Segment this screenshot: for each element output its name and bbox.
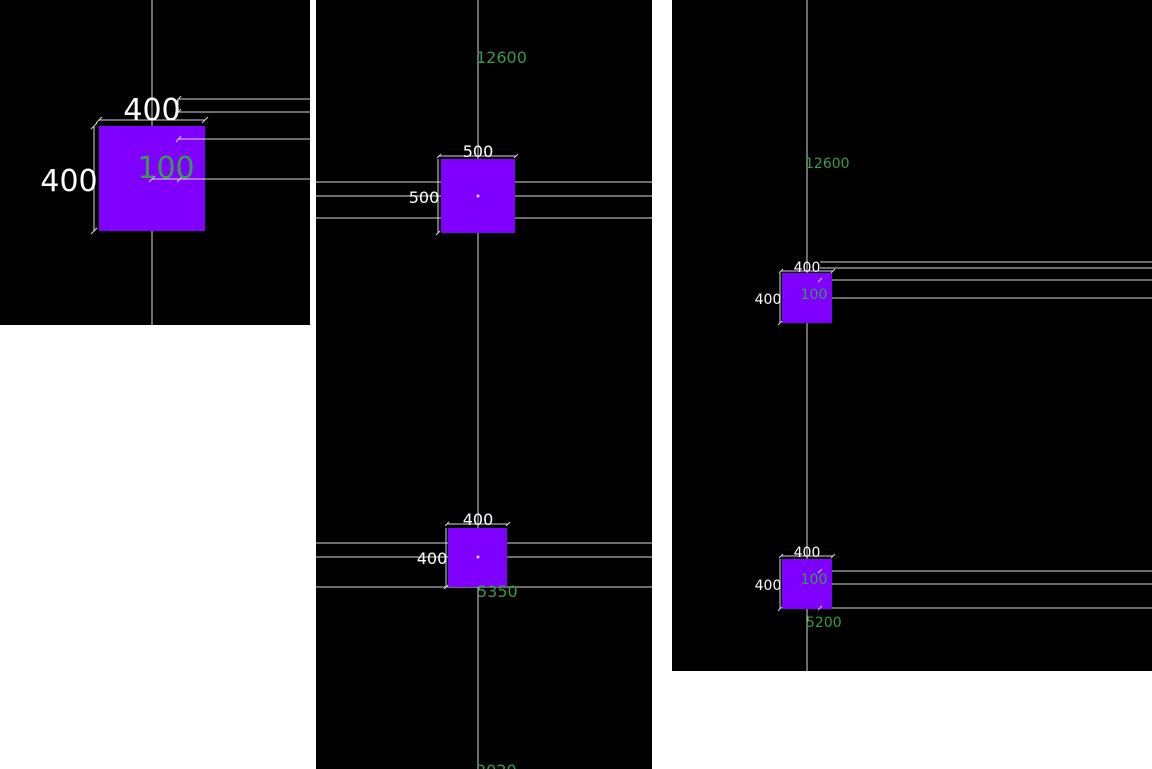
width-dimension-tick-left — [444, 521, 450, 527]
column-detail-panel-zoomed: 400 400 100 — [0, 0, 310, 325]
width-dimension-tick-right — [201, 116, 209, 124]
offset-dimension-tick — [817, 568, 823, 574]
width-dimension-tick-right — [830, 268, 836, 274]
width-dimension-tick-right — [513, 153, 519, 159]
column-section-panel-right: 12600 400 400 100 400 400 100 5200 — [672, 0, 1152, 671]
column1-height-label: 500 — [409, 188, 440, 207]
top-elevation-label: 12600 — [476, 48, 527, 67]
column1-width-label: 400 — [794, 260, 821, 276]
height-dimension-tick-bottom — [777, 320, 783, 326]
extension-tick — [175, 135, 182, 143]
column-detail-drawing: 400 400 100 — [40, 0, 310, 325]
offset-label: 100 — [137, 151, 194, 186]
column-height-label: 400 — [40, 164, 97, 199]
height-dimension-tick-top — [90, 122, 98, 130]
column1-offset-label: 100 — [801, 287, 828, 303]
column2-width-label: 400 — [794, 545, 821, 561]
spacing-label: 5350 — [477, 582, 518, 601]
height-dimension-tick-bottom — [777, 606, 783, 612]
width-dimension-tick-right — [505, 521, 511, 527]
column-rectangle — [782, 559, 832, 609]
spacing-label: 5200 — [806, 615, 842, 631]
column2-offset-label: 100 — [801, 572, 828, 588]
column2-width-label: 400 — [463, 510, 494, 529]
column-section-drawing: 12600 500 500 400 400 5350 2020 — [316, 0, 652, 769]
top-elevation-label: 12600 — [805, 156, 850, 172]
offset-dimension-tick-left — [148, 175, 156, 183]
column-offset-drawing: 12600 400 400 100 400 400 100 5200 — [755, 0, 1152, 671]
bottom-elevation-label: 2020 — [476, 761, 517, 769]
width-dimension-tick-left — [778, 553, 784, 559]
column1-height-label: 400 — [755, 292, 782, 308]
column-width-label: 400 — [123, 93, 180, 128]
column2-height-label: 400 — [755, 578, 782, 594]
height-dimension-tick-bottom — [90, 227, 98, 235]
width-dimension-tick-left — [95, 116, 103, 124]
height-dimension-tick-bottom — [443, 584, 449, 590]
column-center-mark — [476, 194, 480, 198]
offset-dimension-tick — [817, 277, 823, 283]
offset-dimension-tick — [817, 605, 823, 611]
column1-width-label: 500 — [463, 142, 494, 161]
column-section-panel-center: 12600 500 500 400 400 5350 2020 — [316, 0, 652, 769]
height-dimension-tick-bottom — [435, 230, 441, 236]
column-center-mark — [476, 555, 480, 559]
width-dimension-tick-left — [436, 153, 442, 159]
width-dimension-tick-right — [830, 553, 836, 559]
column-rectangle — [782, 273, 832, 323]
width-dimension-tick-left — [778, 268, 784, 274]
column2-height-label: 400 — [417, 549, 448, 568]
